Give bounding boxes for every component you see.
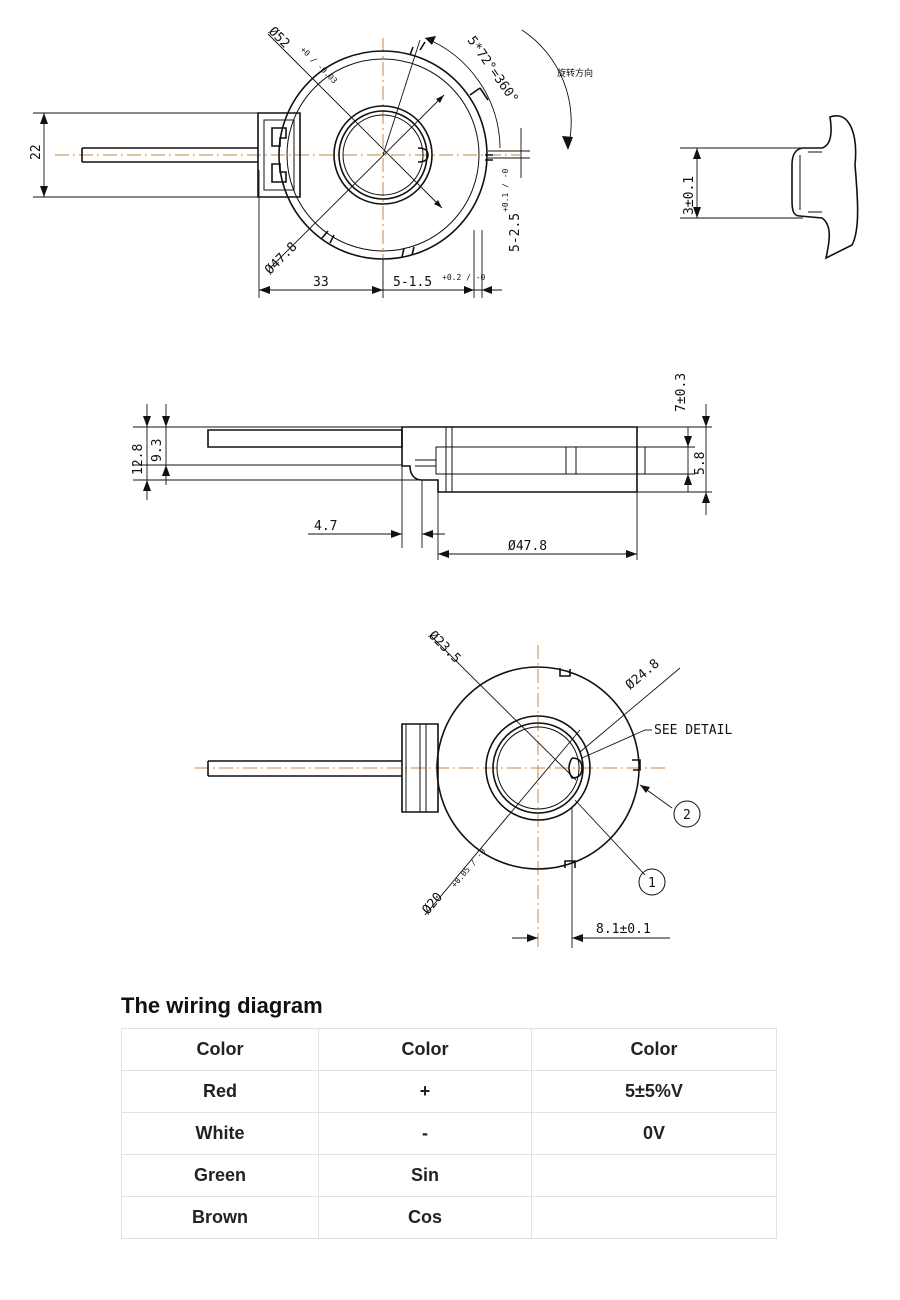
table-cell: Cos [318,1196,532,1239]
table-cell: + [318,1070,532,1113]
clip-detail: 3±0.1 [680,115,859,260]
dim-12-8: 12.8 [131,444,146,475]
bottom-view: SEE DETAIL Ø23.5 Ø24.8 Ø20 +0.05 / -0 8.… [195,628,732,948]
rotation-direction-label: 旋转方向 [557,67,593,79]
wiring-table: Color Color Color Red + 5±5%V White - 0V… [121,1028,777,1239]
table-row: Red + 5±5%V [121,1070,777,1113]
table-cell: Brown [121,1196,319,1239]
table-row: Brown Cos [121,1196,777,1239]
dim-4-7: 4.7 [314,519,337,534]
table-cell: 0V [531,1112,777,1155]
dim-notch-width: 5-1.5 [393,275,432,290]
angle-note: 5*72°=360° [464,34,521,107]
dim-d23-5: Ø23.5 [425,628,463,666]
dim-d47-8-side: Ø47.8 [508,539,547,554]
dim-d20-tol: +0.05 / -0 [450,846,488,889]
dim-d52: Ø52 [265,24,292,51]
dim-d47-8: Ø47.8 [262,240,300,278]
dim-7: 7±0.3 [674,373,689,412]
table-cell: Red [121,1070,319,1113]
table-cell: - [318,1112,532,1155]
table-row: Green Sin [121,1154,777,1197]
dim-notch-width-tol: +0.2 / -0 [442,273,486,282]
side-view: 12.8 9.3 7±0.3 5.8 4.7 Ø47.8 [131,373,712,560]
header-cell: Color [121,1028,319,1071]
table-cell: White [121,1112,319,1155]
dim-22: 22 [29,144,44,160]
table-cell: 5±5%V [531,1070,777,1113]
dim-9-3: 9.3 [150,439,165,462]
wiring-diagram-title: The wiring diagram [121,993,323,1018]
dim-clip-3: 3±0.1 [682,176,697,215]
see-detail-label: SEE DETAIL [654,723,732,738]
table-cell: Sin [318,1154,532,1197]
top-view: 22 33 5-1.5 +0.2 / -0 5-2.5 +0.1 / -0 Ø5… [29,24,593,300]
callout-2: 2 [683,808,691,823]
table-cell [531,1196,777,1239]
header-cell: Color [531,1028,777,1071]
dim-notch-depth-tol: +0.1 / -0 [501,168,510,212]
table-cell [531,1154,777,1197]
dim-5-8: 5.8 [693,452,708,475]
technical-drawing: 22 33 5-1.5 +0.2 / -0 5-2.5 +0.1 / -0 Ø5… [29,24,859,948]
dim-d52-tol: +0 / -0.03 [299,45,340,86]
table-header-row: Color Color Color [121,1028,777,1071]
dim-notch-depth: 5-2.5 [508,213,523,252]
header-cell: Color [318,1028,532,1071]
dim-33: 33 [313,275,329,290]
table-cell: Green [121,1154,319,1197]
table-row: White - 0V [121,1112,777,1155]
callout-1: 1 [648,876,656,891]
dim-8-1: 8.1±0.1 [596,922,651,937]
